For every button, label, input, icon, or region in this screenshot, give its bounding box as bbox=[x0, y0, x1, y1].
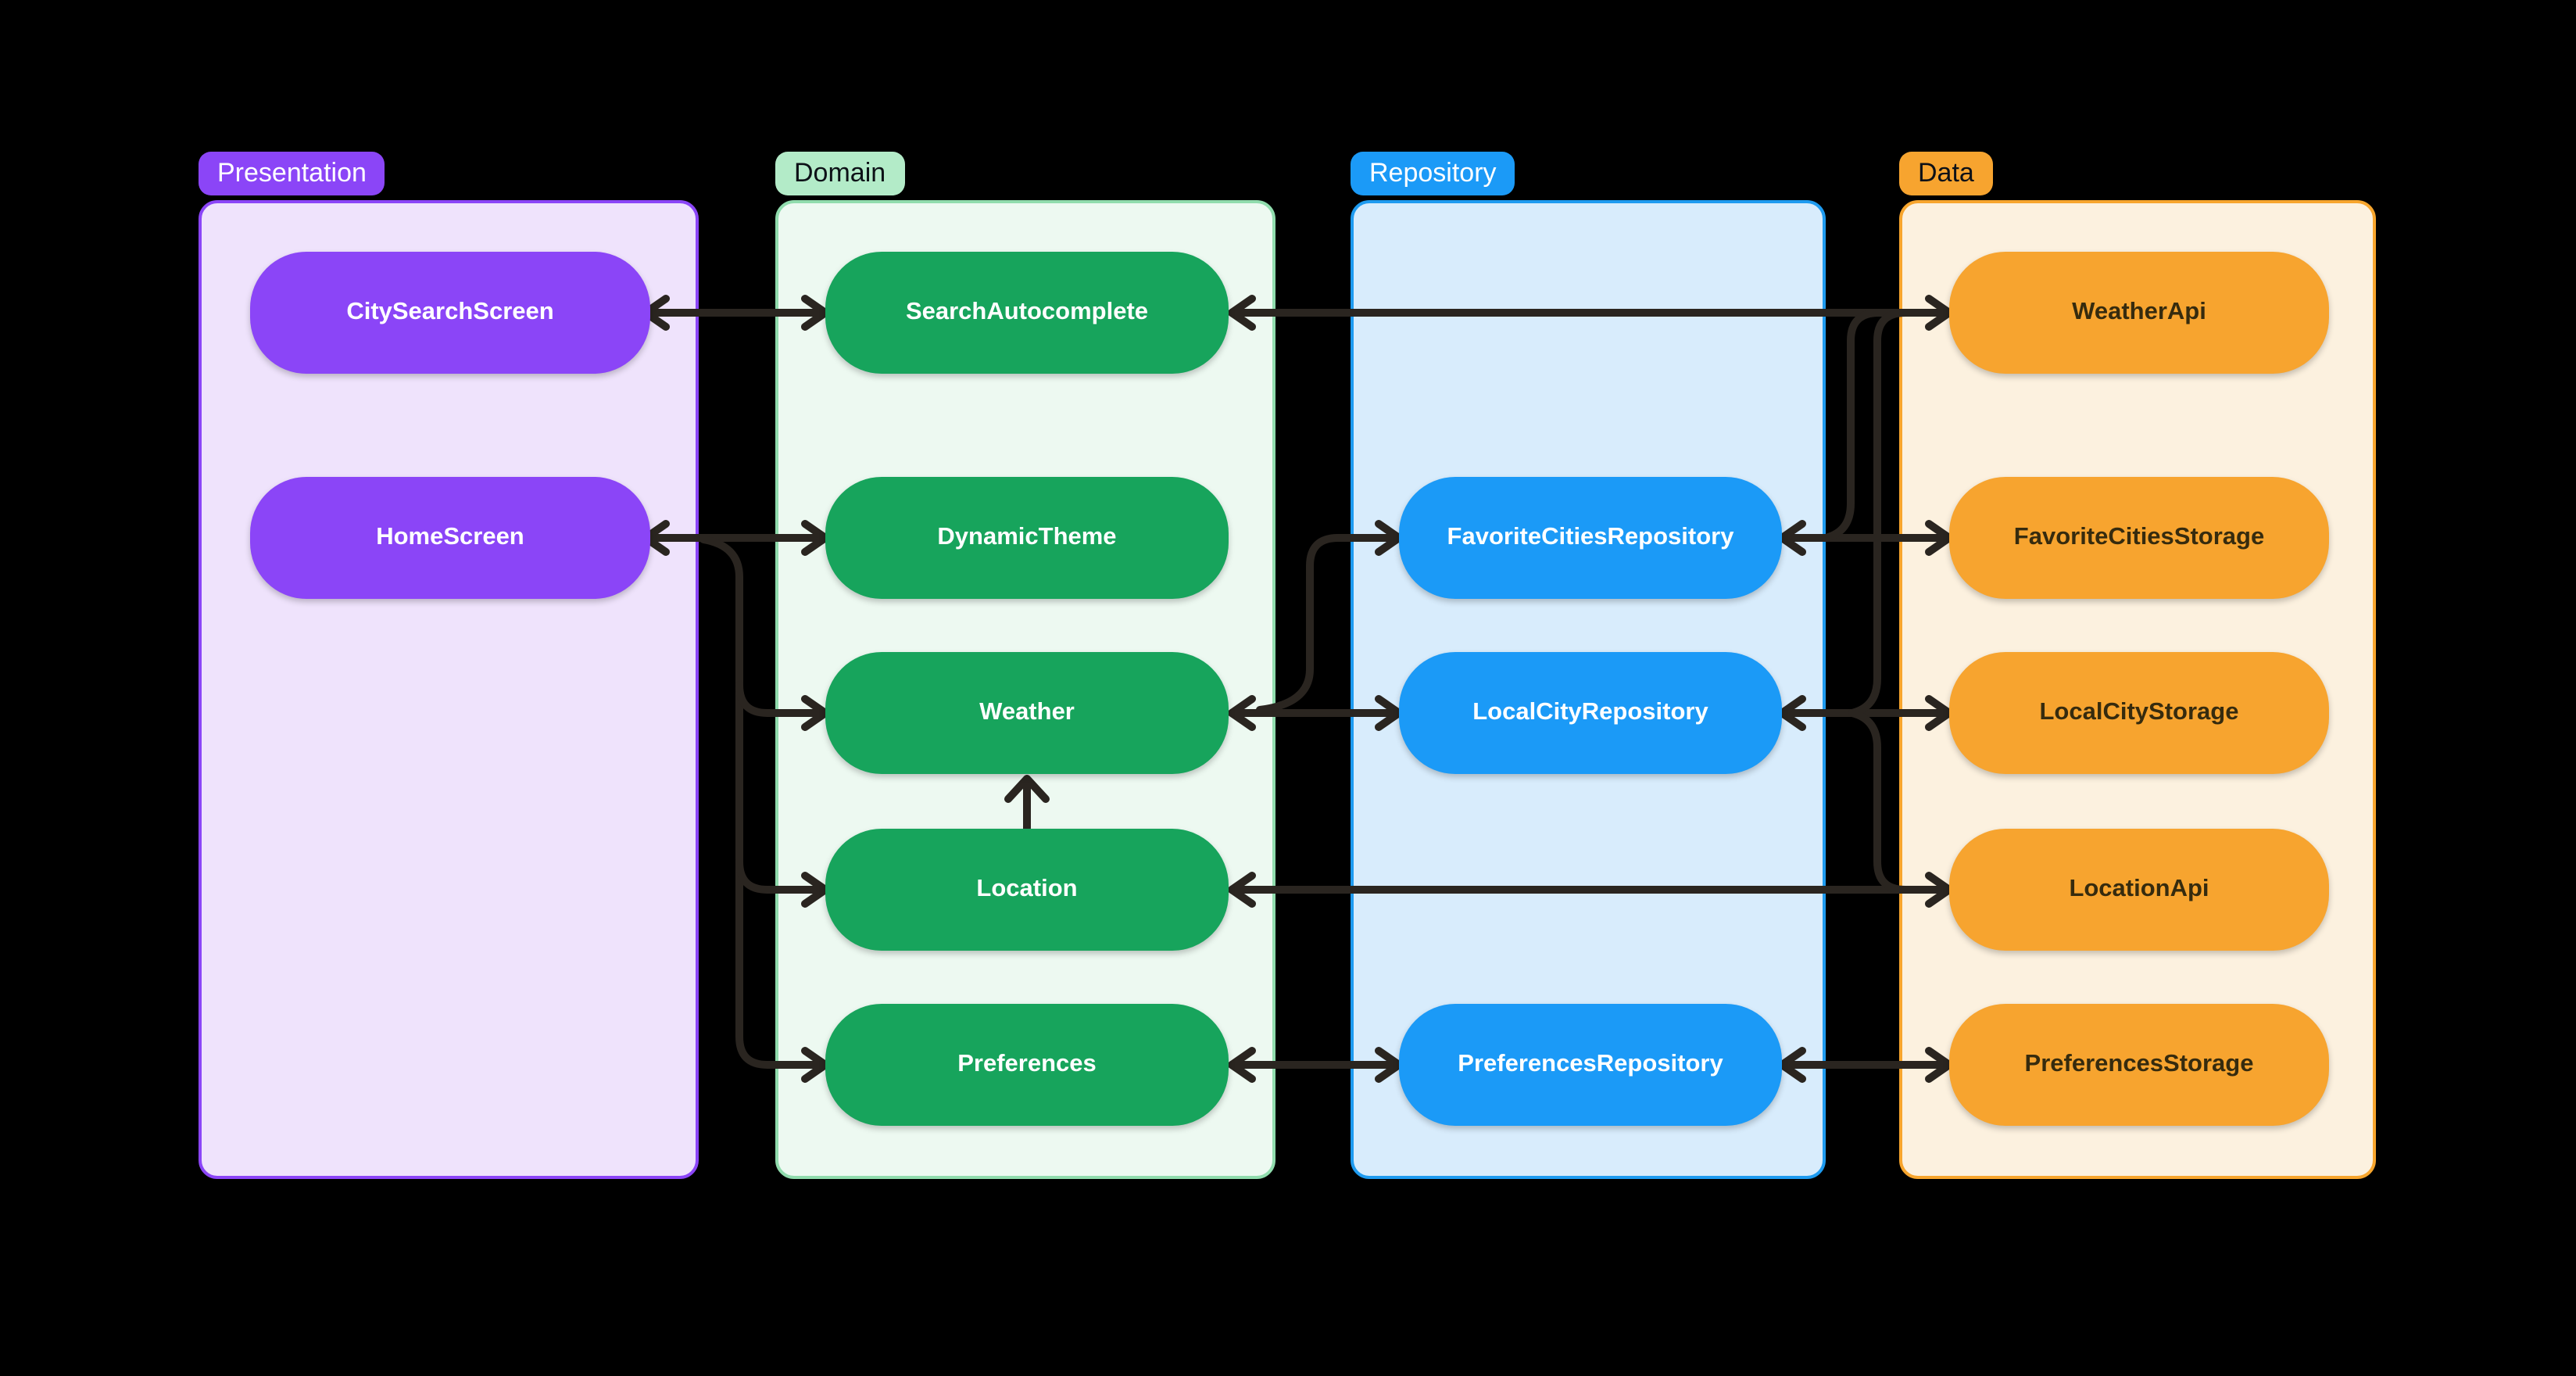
node-preferencesrepository[interactable]: PreferencesRepository bbox=[1399, 1004, 1782, 1126]
node-weatherapi-label: WeatherApi bbox=[2072, 299, 2206, 325]
node-favoritecitiesstorage[interactable]: FavoriteCitiesStorage bbox=[1949, 477, 2329, 599]
node-preferencesstorage-label: PreferencesStorage bbox=[2024, 1051, 2254, 1077]
edge-favoritecitiesrepository-weatherapi bbox=[1822, 309, 1903, 542]
node-homescreen-label: HomeScreen bbox=[376, 524, 524, 550]
node-favoritecitiesstorage-label: FavoriteCitiesStorage bbox=[2013, 524, 2265, 550]
node-citysearchscreen[interactable]: CitySearchScreen bbox=[250, 252, 650, 374]
layer-presentation-badge: Presentation bbox=[199, 152, 385, 195]
node-searchautocomplete-label: SearchAutocomplete bbox=[905, 299, 1149, 325]
node-localcitystorage-label: LocalCityStorage bbox=[2039, 699, 2239, 726]
node-location[interactable]: Location bbox=[825, 829, 1229, 951]
node-dynamictheme[interactable]: DynamicTheme bbox=[825, 477, 1229, 599]
node-preferences[interactable]: Preferences bbox=[825, 1004, 1229, 1126]
node-weather[interactable]: Weather bbox=[825, 652, 1229, 774]
node-preferencesstorage[interactable]: PreferencesStorage bbox=[1949, 1004, 2329, 1126]
node-favoritecitiesrepository[interactable]: FavoriteCitiesRepository bbox=[1399, 477, 1782, 599]
node-dynamictheme-label: DynamicTheme bbox=[937, 524, 1117, 550]
node-preferencesrepository-label: PreferencesRepository bbox=[1458, 1051, 1723, 1077]
node-localcityrepository[interactable]: LocalCityRepository bbox=[1399, 652, 1782, 774]
node-weatherapi[interactable]: WeatherApi bbox=[1949, 252, 2329, 374]
node-localcitystorage[interactable]: LocalCityStorage bbox=[1949, 652, 2329, 774]
layer-data-badge: Data bbox=[1899, 152, 1993, 195]
node-homescreen[interactable]: HomeScreen bbox=[250, 477, 650, 599]
node-favoritecitiesrepository-label: FavoriteCitiesRepository bbox=[1447, 524, 1734, 550]
node-localcityrepository-label: LocalCityRepository bbox=[1472, 699, 1708, 726]
node-citysearchscreen-label: CitySearchScreen bbox=[346, 299, 554, 325]
node-searchautocomplete[interactable]: SearchAutocomplete bbox=[825, 252, 1229, 374]
layer-repository-badge: Repository bbox=[1351, 152, 1515, 195]
node-weather-label: Weather bbox=[979, 699, 1075, 726]
node-location-label: Location bbox=[976, 876, 1078, 902]
node-locationapi-label: LocationApi bbox=[2069, 876, 2209, 902]
node-locationapi[interactable]: LocationApi bbox=[1949, 829, 2329, 951]
node-preferences-label: Preferences bbox=[957, 1051, 1097, 1077]
layer-domain-badge: Domain bbox=[775, 152, 905, 195]
